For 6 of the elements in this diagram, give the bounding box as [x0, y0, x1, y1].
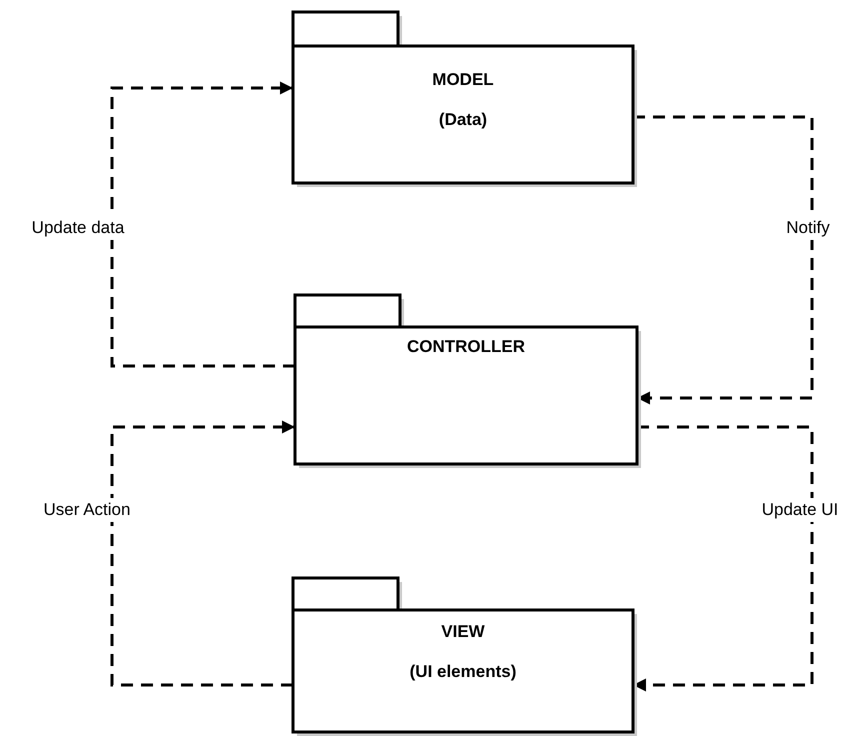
edge-label: User Action: [44, 498, 130, 522]
edge-label: Update UI: [762, 498, 838, 522]
dashed-arrow: [110, 82, 295, 368]
dashed-arrow: [110, 420, 295, 686]
edge-label: Notify: [786, 216, 830, 240]
edge-label: Update data: [32, 216, 124, 240]
